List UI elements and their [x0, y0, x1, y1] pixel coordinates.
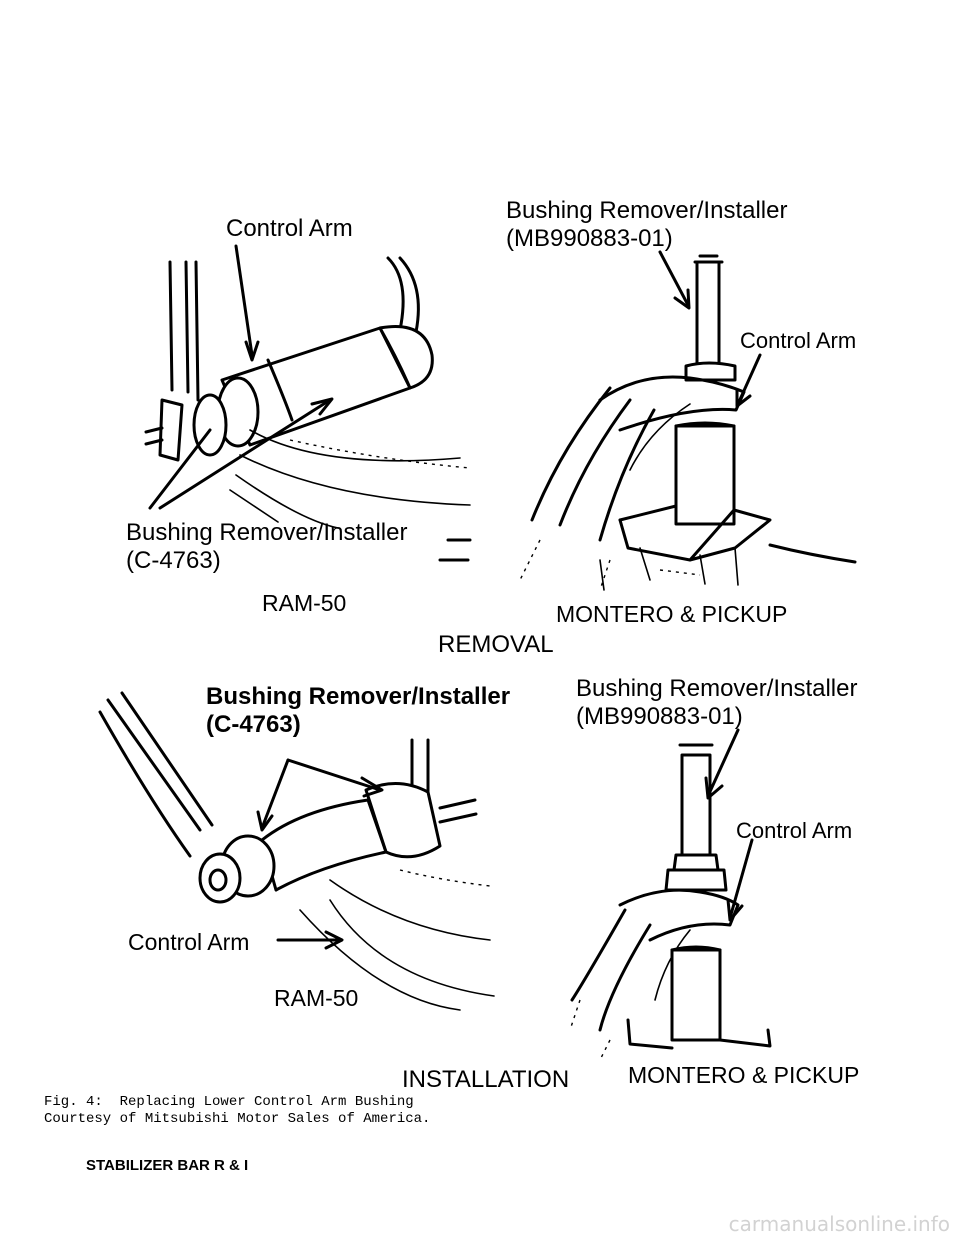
- removal-ram50-variant-label: RAM-50: [262, 590, 346, 616]
- removal-montero-tool-name-label: Bushing Remover/Installer: [506, 197, 787, 224]
- removal-montero-control-arm-label: Control Arm: [740, 328, 856, 353]
- removal-section-title: REMOVAL: [438, 631, 554, 658]
- bushing-replacement-figure: Control Arm Bushing Remover/Installer (C…: [98, 197, 859, 1090]
- removal-ram50-tool-name-label: Bushing Remover/Installer: [126, 519, 407, 546]
- installation-ram50-tool-part-label: (C-4763): [206, 711, 301, 738]
- removal-montero-variant-label: MONTERO & PICKUP: [556, 601, 787, 627]
- installation-ram50-tool-name-label: Bushing Remover/Installer: [206, 683, 510, 710]
- installation-montero-variant-label: MONTERO & PICKUP: [628, 1062, 859, 1088]
- installation-montero-control-arm-label: Control Arm: [736, 818, 852, 843]
- figure-caption: Fig. 4: Replacing Lower Control Arm Bush…: [44, 1094, 430, 1128]
- installation-ram50-variant-label: RAM-50: [274, 985, 358, 1011]
- figure-caption-credit: Courtesy of Mitsubishi Motor Sales of Am…: [44, 1111, 431, 1127]
- section-heading: STABILIZER BAR R & I: [86, 1157, 249, 1174]
- installation-section-title: INSTALLATION: [402, 1066, 569, 1090]
- installation-ram50-control-arm-label: Control Arm: [128, 929, 249, 955]
- installation-montero-tool-part-label: (MB990883-01): [576, 703, 743, 730]
- installation-montero-illustration: [569, 728, 772, 1061]
- removal-ram50-control-arm-label: Control Arm: [226, 215, 353, 242]
- removal-montero-tool-part-label: (MB990883-01): [506, 225, 673, 252]
- removal-montero-illustration: [519, 250, 857, 591]
- removal-ram50-illustration: [144, 244, 472, 562]
- figure-caption-title: Fig. 4: Replacing Lower Control Arm Bush…: [44, 1094, 414, 1110]
- installation-ram50-illustration: [98, 691, 495, 1011]
- installation-montero-tool-name-label: Bushing Remover/Installer: [576, 675, 857, 702]
- removal-ram50-tool-part-label: (C-4763): [126, 547, 221, 574]
- watermark: carmanualsonline.info: [728, 1212, 950, 1236]
